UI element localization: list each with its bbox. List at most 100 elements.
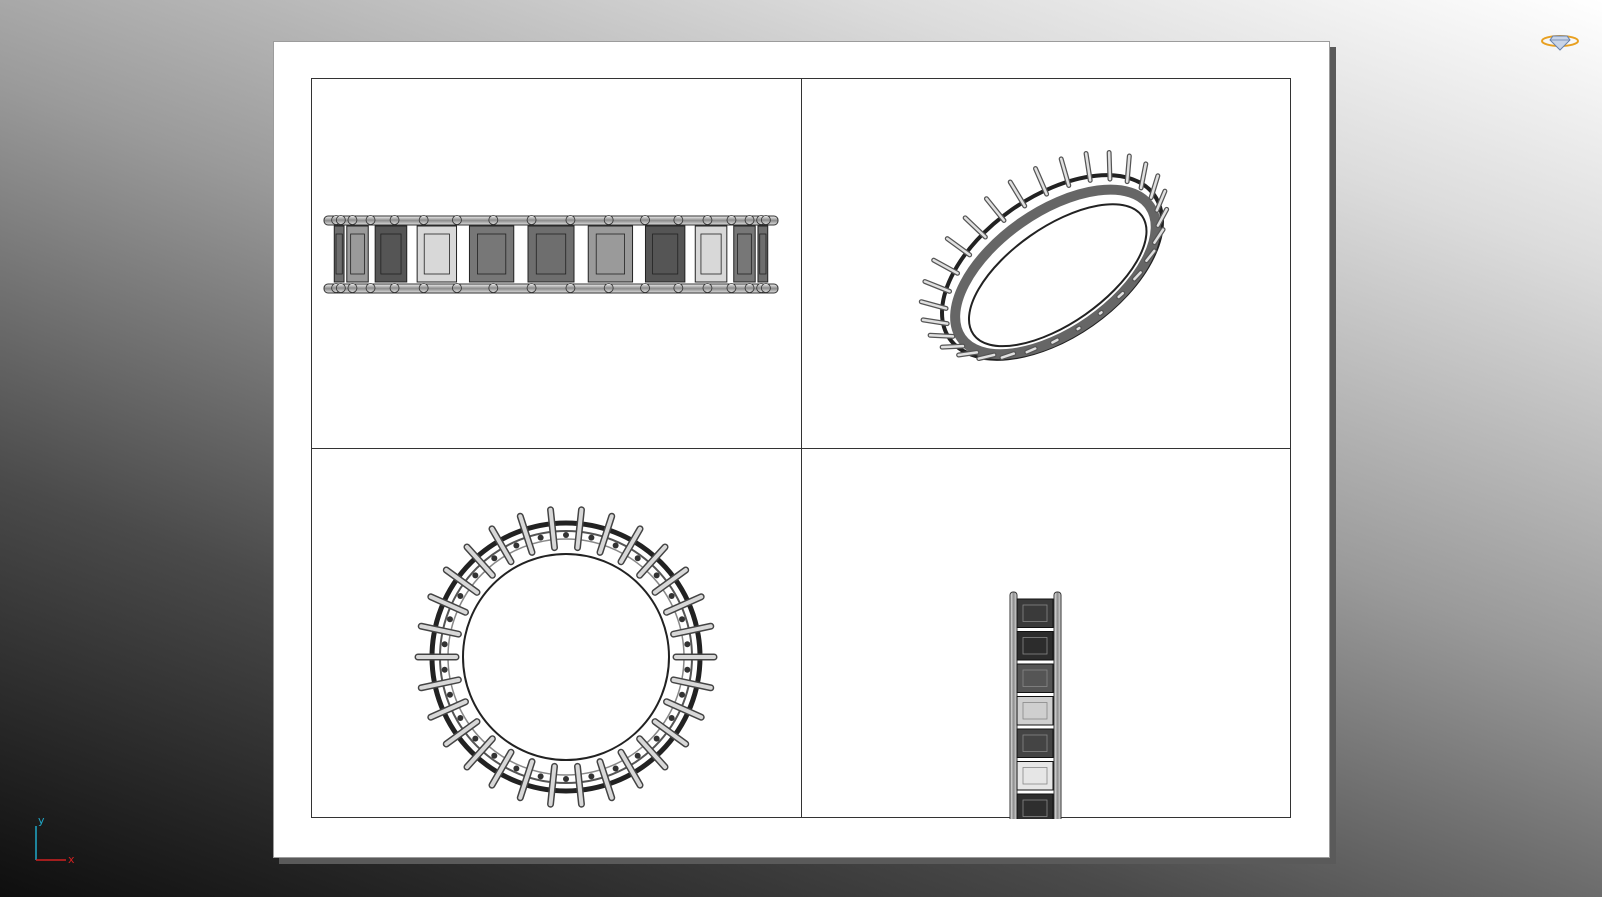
band-rail-bottom — [323, 283, 779, 294]
stone-point — [588, 534, 595, 541]
emerald-stone — [527, 225, 575, 283]
stone-point — [612, 765, 619, 772]
prong — [565, 283, 576, 293]
prong — [760, 283, 771, 293]
emerald-stone — [1016, 696, 1054, 726]
prong-highlight — [1000, 352, 1016, 359]
prong-highlight — [637, 545, 668, 578]
axis-y-label: y — [38, 814, 45, 827]
emerald-stone — [1016, 663, 1054, 693]
stone-point — [457, 715, 464, 721]
stone-facet — [535, 233, 567, 275]
stone-point — [513, 542, 520, 549]
stone-point — [679, 616, 686, 623]
stone-point — [513, 765, 520, 772]
prong — [702, 215, 713, 225]
prong — [452, 215, 462, 225]
prong-highlight — [444, 719, 480, 746]
stone-facet — [1022, 637, 1048, 655]
frame-divider-horizontal — [312, 448, 1290, 449]
prong — [526, 215, 537, 225]
emerald-stone — [644, 225, 686, 283]
prong-highlight — [1149, 174, 1160, 199]
stone-facet — [1022, 702, 1048, 720]
emerald-stone — [416, 225, 458, 283]
prong-highlight — [1155, 189, 1167, 212]
stone-point — [634, 555, 641, 562]
side-view[interactable] — [802, 449, 1292, 819]
band-rail-right — [1053, 591, 1062, 819]
prong — [365, 283, 376, 293]
prong — [702, 283, 713, 293]
prong-highlight — [548, 764, 557, 807]
prong-highlight — [1076, 326, 1081, 331]
prong-highlight — [664, 594, 704, 615]
prong — [389, 283, 400, 293]
prong-highlight — [548, 507, 557, 550]
perspective-view[interactable] — [802, 79, 1292, 448]
stone-facet — [1022, 669, 1048, 687]
prong — [488, 283, 499, 293]
prong — [418, 215, 429, 225]
layout-sheet — [273, 41, 1330, 858]
stone-point — [457, 593, 464, 599]
prong — [603, 283, 614, 293]
stone-point — [491, 555, 498, 562]
prong-highlight — [428, 594, 468, 615]
prong — [526, 283, 537, 293]
prong-highlight — [1098, 311, 1103, 315]
axis-indicator: y x — [30, 814, 80, 870]
stone-facet — [350, 233, 365, 275]
prong-highlight — [652, 568, 688, 595]
stone-point — [446, 616, 453, 623]
prong-highlight — [652, 719, 688, 746]
prong — [389, 215, 400, 225]
prong-highlight — [1051, 338, 1059, 344]
prong-highlight — [518, 759, 535, 800]
prong-highlight — [921, 318, 949, 325]
prong-highlight — [977, 353, 996, 360]
prong-highlight — [1153, 228, 1165, 244]
prong-highlight — [575, 764, 584, 807]
prong-highlight — [664, 699, 704, 720]
stone-facet — [1022, 767, 1048, 785]
prong-highlight — [575, 507, 584, 550]
emerald-stone — [1016, 728, 1054, 758]
stone-facet — [700, 233, 722, 275]
stone-facet — [759, 233, 767, 275]
stone-point — [472, 572, 479, 579]
stone-point — [668, 593, 675, 599]
top-view[interactable] — [312, 449, 801, 819]
prong — [744, 283, 755, 293]
prong — [673, 215, 684, 225]
prong-highlight — [1145, 249, 1156, 262]
prong-highlight — [923, 280, 951, 293]
stone-facet — [380, 233, 402, 275]
prong-highlight — [1008, 180, 1026, 208]
prong-highlight — [1084, 152, 1092, 182]
prong — [565, 215, 576, 225]
prong — [603, 215, 614, 225]
stone-facet — [652, 233, 679, 275]
prong — [640, 215, 650, 225]
prong — [488, 215, 499, 225]
stone-point — [446, 691, 453, 698]
perspective-view-drawing — [918, 150, 1170, 362]
prong-highlight — [1117, 291, 1125, 299]
prong-highlight — [671, 677, 713, 690]
band-rail-top — [323, 215, 779, 226]
prong-highlight — [1133, 271, 1142, 281]
prong — [418, 283, 429, 293]
stone-point — [441, 641, 448, 648]
emerald-stone — [733, 225, 756, 283]
prong-highlight — [637, 736, 668, 769]
prong-highlight — [1034, 167, 1048, 196]
prong-highlight — [1059, 157, 1071, 187]
side-view-drawing — [1009, 591, 1062, 819]
band-stones — [950, 184, 1161, 360]
front-view[interactable] — [312, 79, 801, 448]
stone-point — [679, 691, 686, 698]
prong — [760, 215, 771, 225]
prong — [673, 283, 684, 293]
gem-logo-icon — [1540, 28, 1580, 54]
